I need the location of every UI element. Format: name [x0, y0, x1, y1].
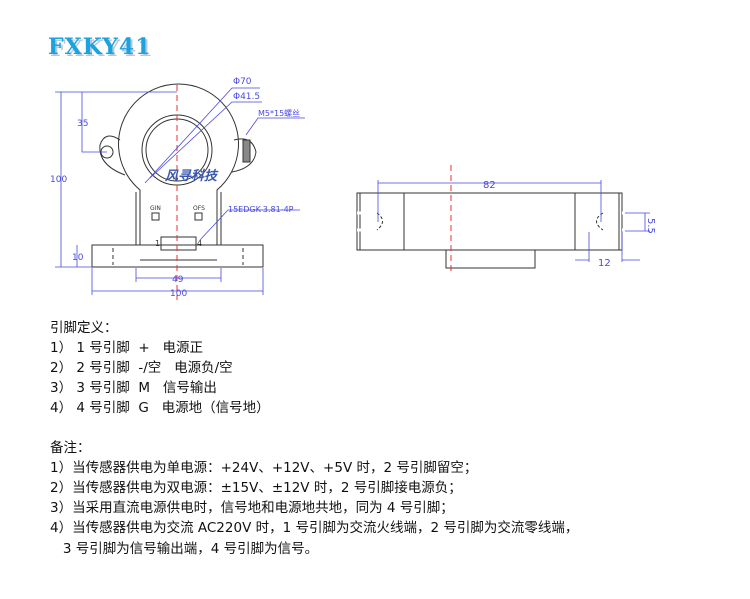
side-view: [356, 192, 650, 269]
dim-10: 10: [72, 253, 84, 263]
brand-label: 风寻科技: [164, 168, 219, 184]
dim-49: 49: [172, 275, 184, 285]
screw-label: M5*15螺丝: [258, 108, 300, 118]
dim-35: 35: [77, 119, 88, 129]
note-item: 3）当采用直流电源供电时，信号地和电源地共地，同为 4 号引脚；: [50, 500, 454, 516]
pin-heading: 引脚定义：: [50, 320, 118, 336]
dim-82: 82: [483, 180, 496, 191]
outer-diameter-label: Φ70: [233, 77, 252, 87]
width-dim: 100: [170, 289, 187, 299]
gin-label: GIN: [150, 205, 161, 212]
note-item: 1）当传感器供电为单电源：+24V、+12V、+5V 时，2 号引脚留空；: [50, 460, 478, 476]
technical-drawing: Φ70 Φ41.5 M5*15螺丝 15EDGK-3.81-4P 100 35 …: [50, 77, 656, 300]
inner-diameter-label: Φ41.5: [233, 92, 260, 102]
ofs-label: OFS: [193, 205, 205, 212]
pin-item: 4） 4 号引脚 G 电源地（信号地）: [50, 400, 270, 416]
dim-5-5: 5.5: [645, 218, 656, 234]
dim-12: 12: [598, 258, 611, 269]
model-title: FXKY41: [48, 34, 152, 60]
front-dimensions: [55, 87, 305, 295]
note-item: 3 号引脚为信号输出端，4 号引脚为信号。: [50, 541, 319, 557]
notes-heading: 备注：: [50, 440, 91, 456]
note-item: 4）当传感器供电为交流 AC220V 时，1 号引脚为交流火线端，2 号引脚为交…: [50, 520, 579, 536]
pin-item: 2） 2 号引脚 -/空 电源负/空: [50, 360, 233, 376]
pin1-label: 1: [155, 239, 160, 248]
side-dimensions: [377, 180, 650, 262]
pin4-label: 4: [197, 239, 202, 248]
pin-item: 1） 1 号引脚 + 电源正: [50, 340, 204, 356]
height-dim: 100: [50, 175, 67, 185]
pin-item: 3） 3 号引脚 M 信号输出: [50, 380, 217, 396]
connector-label: 15EDGK-3.81-4P: [228, 205, 294, 214]
note-item: 2）当传感器供电为双电源：±15V、±12V 时，2 号引脚接电源负；: [50, 480, 462, 496]
